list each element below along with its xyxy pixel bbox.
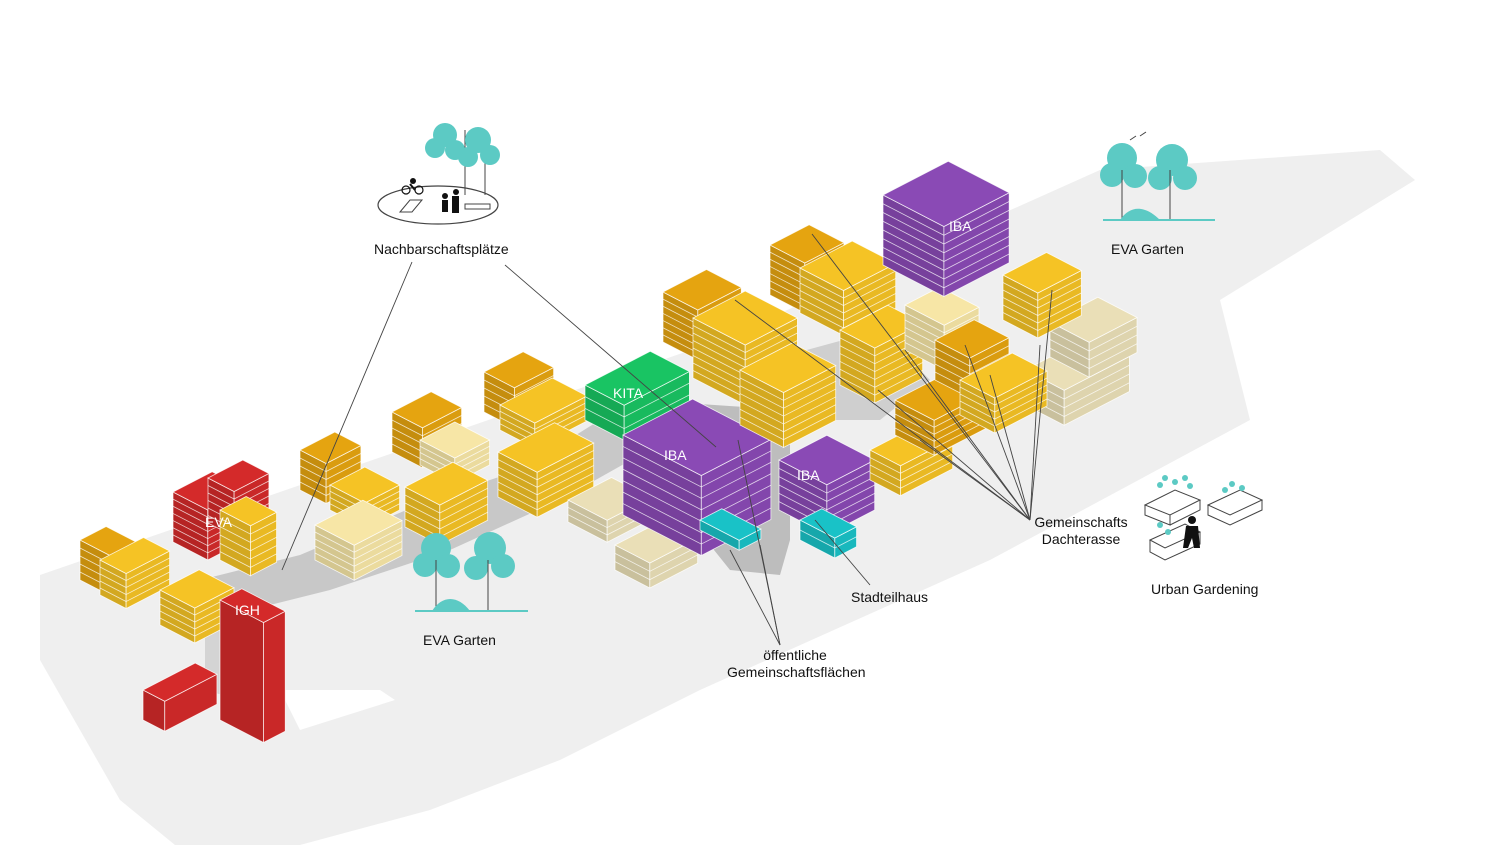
building-r-5 [799,240,897,337]
label-oeffentliche-line1: öffentliche [763,647,827,663]
label-oeffentliche-line2: Gemeinschaftsflächen [727,664,866,680]
label-gemeinschafts-line2: Dachterasse [1041,531,1121,547]
tree-icon-group-eva-bottom [413,532,528,612]
tag-iba-center: IBA [664,447,687,463]
label-oeffentliche-gemeinschaftsflaechen: öffentliche Gemeinschaftsflächen [727,647,866,681]
building-iba-center-base [699,508,762,551]
tag-iba-right: IBA [797,467,820,483]
neighbourhood-square-icon [377,130,499,225]
building-ml-3 [314,499,403,581]
tree-icon-group-eva-top [1100,131,1215,221]
label-urban-gardening: Urban Gardening [1151,581,1259,597]
building-igh-low [142,662,218,732]
tag-igh: IGH [235,602,260,618]
tag-kita: KITA [613,385,644,401]
building-igh-tower [219,588,287,744]
urban-gardening-icon [1143,489,1264,561]
building-m-6 [497,422,595,518]
building-iba-top [882,160,1011,298]
building-eva-yellow [219,496,278,577]
label-gemeinschafts-line1: Gemeinschafts [1034,514,1128,530]
building-beige-4 [1049,296,1138,378]
tag-eva: EVA [205,514,232,530]
label-eva-garten-bottom: EVA Garten [423,632,496,648]
label-gemeinschafts-dachterasse: Gemeinschafts Dachterasse [1034,514,1128,548]
tree-icon-group-square [425,123,500,167]
buildings-layer [79,160,1138,744]
building-r-3 [739,342,837,449]
label-nachbarschaftsplaetze: Nachbarschaftsplätze [374,241,509,257]
tag-iba-top: IBA [949,218,972,234]
building-r-11 [959,352,1048,434]
gardener-figure [1183,516,1200,548]
building-kita [584,350,691,441]
site-ground-notch [280,690,395,730]
building-left-2 [99,537,171,610]
label-stadtteilhaus: Stadteilhaus [851,589,929,605]
label-eva-garten-top: EVA Garten [1111,241,1184,257]
building-m-3 [404,461,489,546]
urban-gardening-plants [1157,475,1245,535]
leader-lines [281,233,1053,646]
